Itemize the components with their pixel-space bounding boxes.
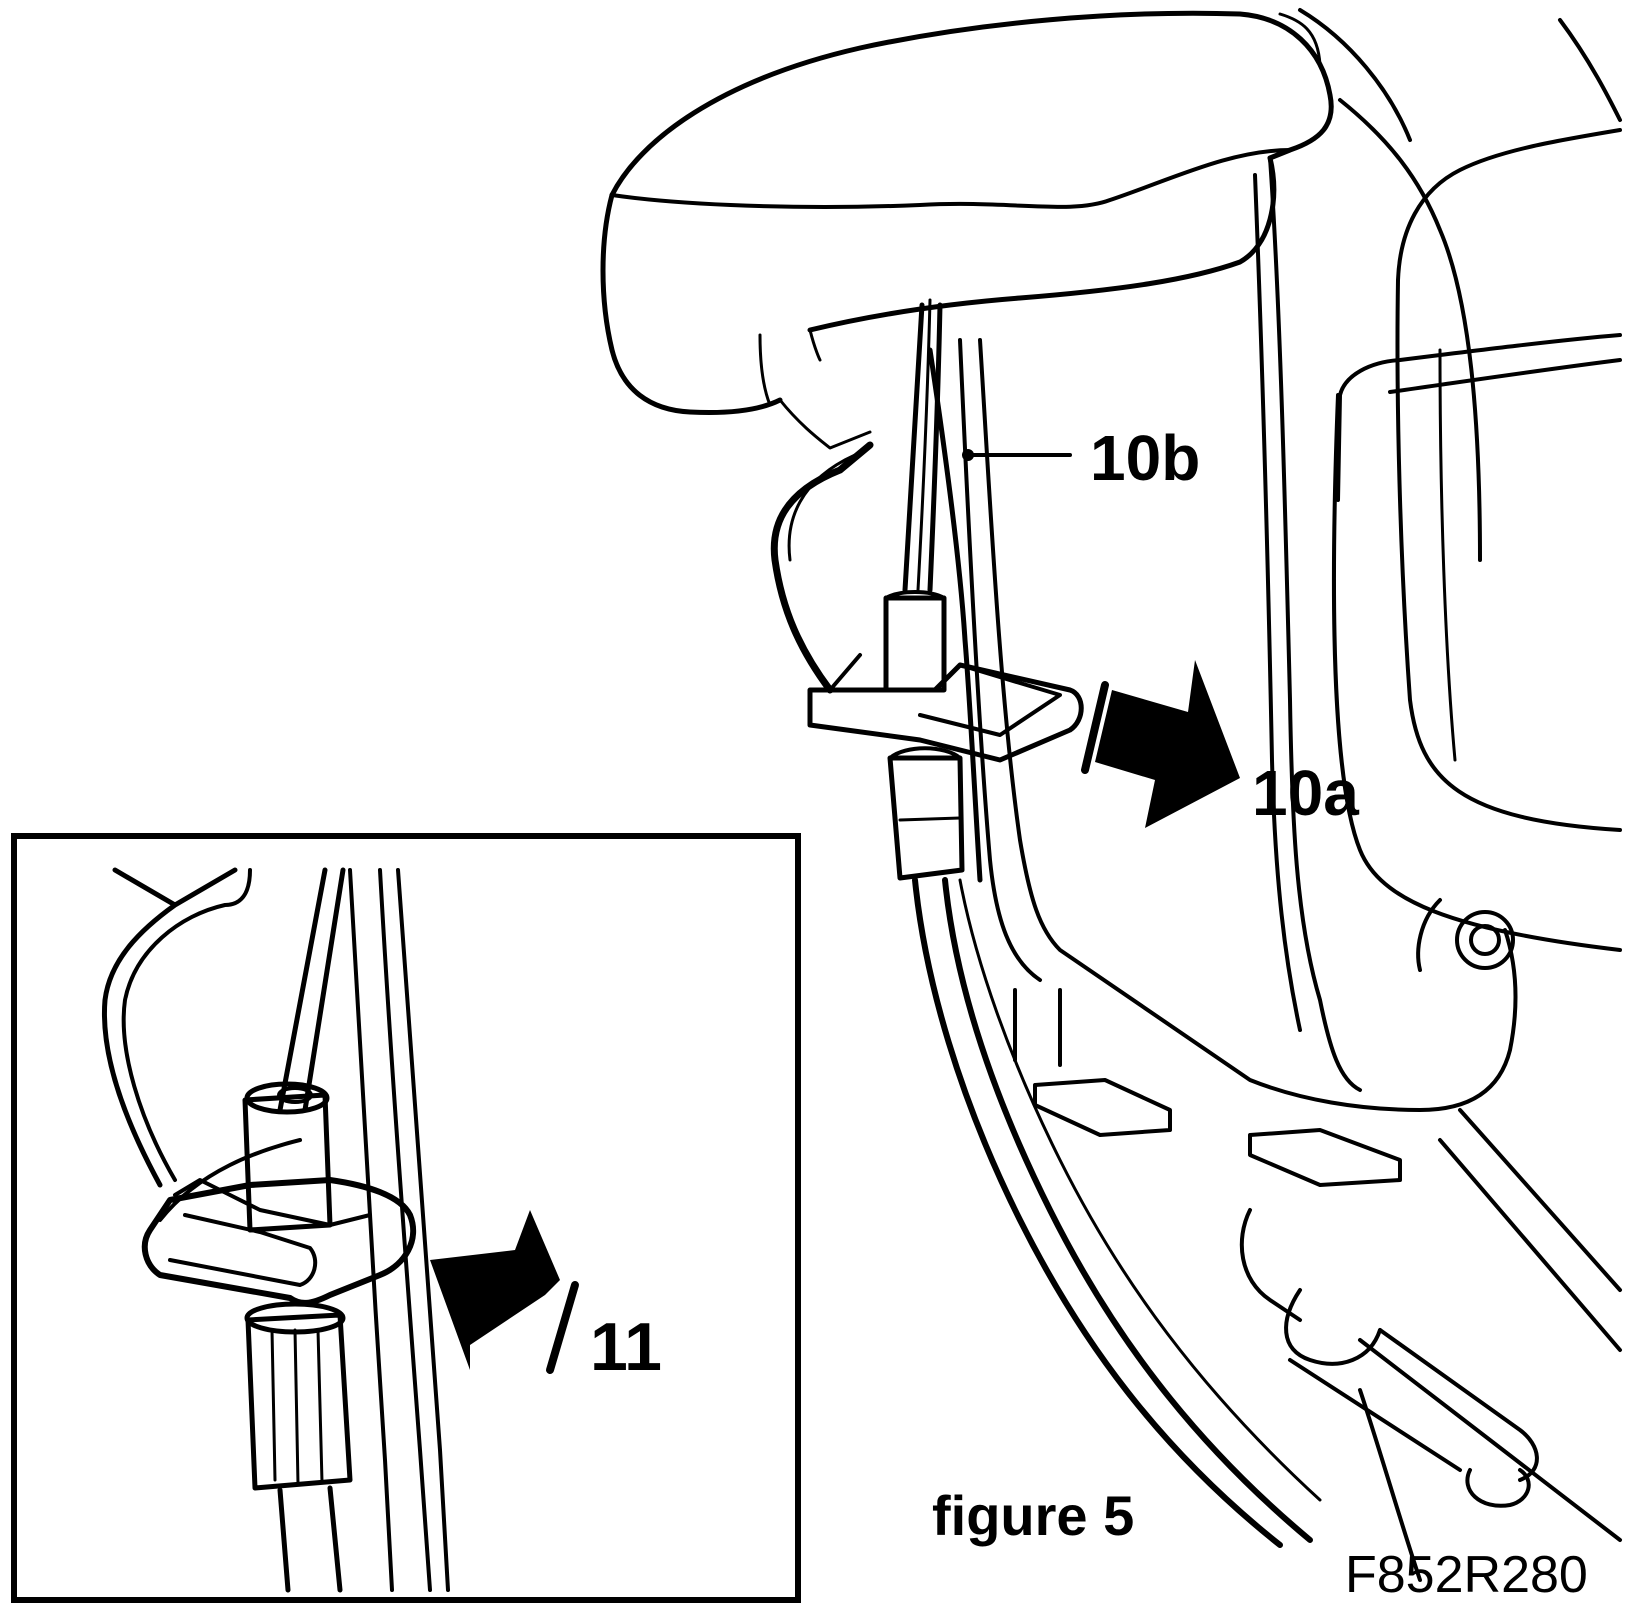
- label-10a: 10a: [1252, 757, 1359, 829]
- label-10b: 10b: [1090, 422, 1200, 494]
- figure-caption: figure 5: [932, 1484, 1134, 1547]
- arrow-10a-icon: [1081, 660, 1240, 828]
- leader-dot-10b: [962, 449, 974, 461]
- seat-frame: [1253, 8, 1622, 1092]
- label-11: 11: [590, 1309, 662, 1385]
- cable-clip-assembly: [770, 298, 1322, 1548]
- reference-code: F852R280: [1345, 1546, 1588, 1604]
- inset-detail: 11: [11, 833, 801, 1603]
- seat-back-panel: [958, 338, 1622, 1582]
- main-illustration: 10b 10a: [600, 8, 1622, 1582]
- arrow-11-icon: [430, 1210, 579, 1374]
- inset-frame: [11, 833, 801, 1603]
- headrest: [600, 10, 1334, 450]
